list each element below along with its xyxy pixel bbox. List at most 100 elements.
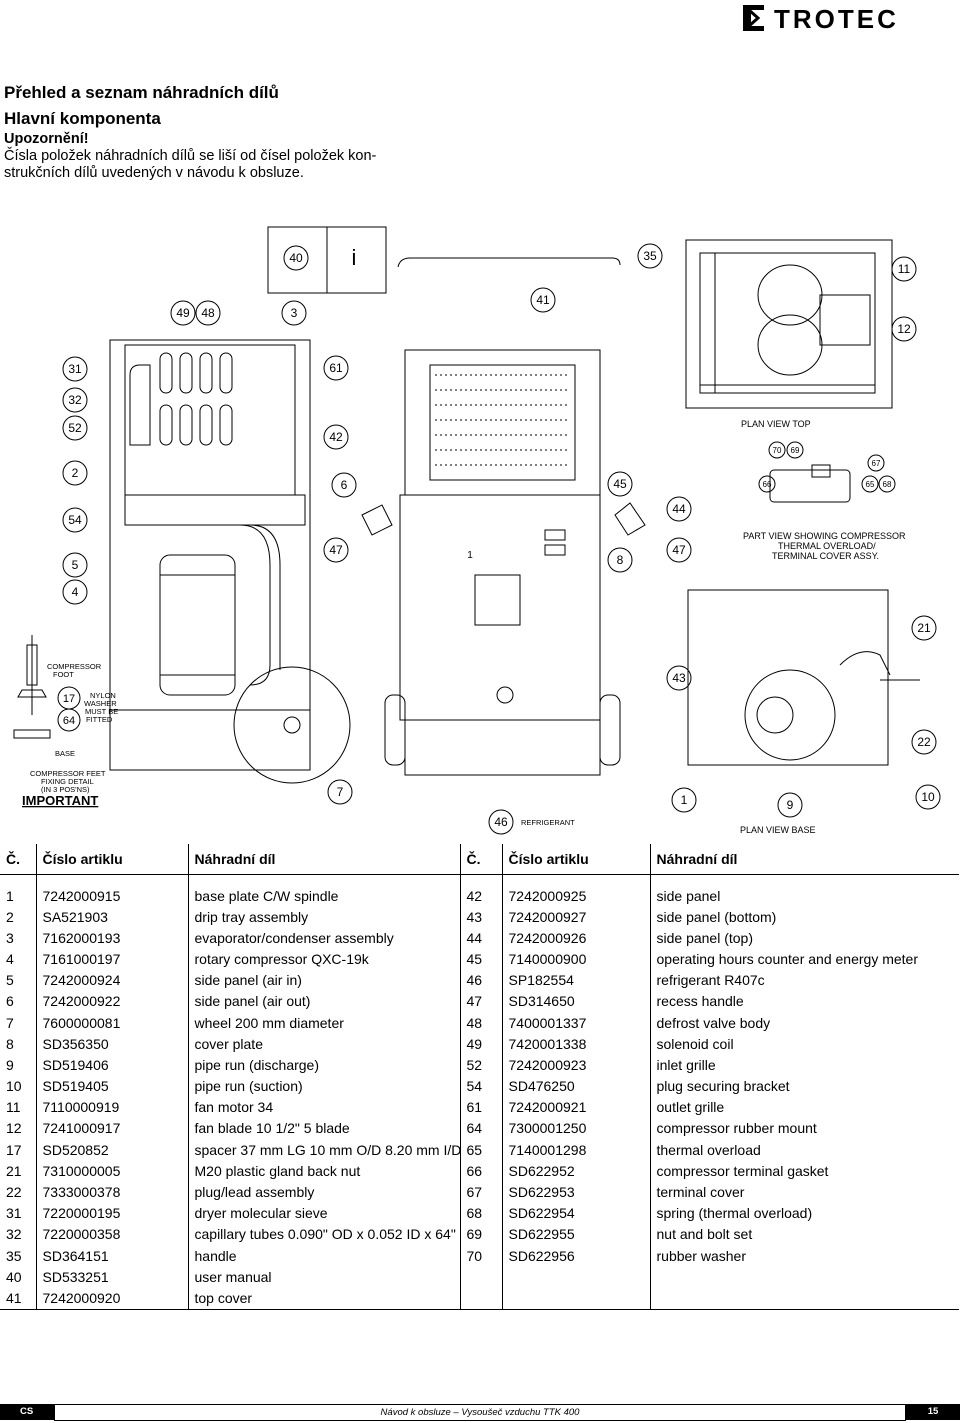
table-cell — [459, 1287, 502, 1310]
table-cell: side panel (air out) — [187, 990, 460, 1012]
label-part-view-2: THERMAL OVERLOAD/ — [778, 541, 876, 551]
label-nylon-1: NYLON — [90, 691, 116, 700]
table-cell: drip tray assembly — [187, 906, 460, 928]
table-cell: 7420001338 — [501, 1033, 650, 1055]
table-cell: 41 — [0, 1287, 36, 1310]
label-plan-view-top: PLAN VIEW TOP — [741, 419, 811, 429]
table-cell: 12 — [6, 1120, 22, 1137]
table-cell: 45 — [459, 948, 502, 970]
callout-17: 17 — [63, 693, 75, 705]
table-cell: 6 — [6, 993, 14, 1010]
table-cell: 47 — [459, 990, 502, 1012]
table-cell: 69 — [459, 1223, 502, 1245]
header-article-1: Číslo artiklu — [35, 844, 188, 875]
brand-wordmark: TROTEC — [774, 4, 899, 32]
table-cell: SA521903 — [35, 906, 188, 928]
table-cell: 48 — [459, 1011, 502, 1034]
footer-title: Návod k obsluze – Vysoušeč vzduchu TTK 4… — [54, 1404, 906, 1421]
callout-1-middle: 1 — [467, 550, 473, 561]
table-cell: 11 — [6, 1099, 21, 1116]
callout-45: 45 — [613, 477, 627, 491]
header-part-1: Náhradní díl — [187, 844, 460, 875]
table-cell: SD622956 — [501, 1245, 650, 1267]
label-feet-3: (IN 3 POS'NS) — [41, 785, 90, 794]
callout-54: 54 — [68, 513, 82, 527]
table-cell: defrost valve body — [649, 1011, 959, 1034]
table-cell: wheel 200 mm diameter — [187, 1011, 460, 1034]
table-cell: 35 — [6, 1247, 22, 1264]
unit-base-middle — [404, 719, 601, 776]
table-cell: 42 — [459, 874, 502, 906]
callout-70: 70 — [773, 446, 782, 455]
table-cell: terminal cover — [649, 1181, 959, 1203]
table-cell: SD622952 — [501, 1160, 650, 1182]
table-cell: 44 — [459, 927, 502, 949]
label-base: BASE — [55, 749, 75, 758]
notice-title: Upozornění! — [4, 131, 89, 147]
table-cell: refrigerant R407c — [649, 969, 959, 991]
table-cell: SD520852 — [35, 1139, 188, 1161]
table-cell: 7241000917 — [35, 1117, 188, 1140]
table-cell: 7162000193 — [35, 927, 188, 949]
label-feet-1: COMPRESSOR FEET — [30, 769, 106, 778]
table-cell: SD314650 — [501, 990, 650, 1012]
table-cell: SD519406 — [35, 1054, 188, 1076]
callout-66: 66 — [763, 480, 772, 489]
callout-8: 8 — [617, 553, 624, 567]
table-cell: 7242000915 — [35, 874, 188, 906]
callout-22: 22 — [917, 735, 931, 749]
table-cell: 1 — [6, 887, 14, 904]
table-cell: 3 — [6, 929, 14, 946]
callout-43: 43 — [672, 671, 686, 685]
table-cell: side panel (air in) — [187, 969, 460, 991]
table-cell: fan blade 10 1/2" 5 blade — [187, 1117, 460, 1140]
footer-language: CS — [0, 1404, 54, 1420]
callout-35: 35 — [643, 249, 657, 263]
table-cell: 9 — [6, 1056, 14, 1073]
table-cell: plug/lead assembly — [187, 1181, 460, 1203]
table-cell: spacer 37 mm LG 10 mm O/D 8.20 mm I/D — [187, 1139, 460, 1161]
table-cell: operating hours counter and energy meter — [649, 948, 959, 970]
table-cell: nut and bolt set — [649, 1223, 959, 1245]
unit-body-middle — [404, 349, 601, 496]
label-refrigerant: REFRIGERANT — [521, 818, 575, 827]
table-cell: 64 — [459, 1117, 502, 1140]
table-cell: SD519405 — [35, 1075, 188, 1097]
callout-4: 4 — [72, 585, 79, 599]
table-cell: 70 — [459, 1245, 502, 1267]
table-cell — [649, 1266, 959, 1288]
callout-65: 65 — [866, 480, 875, 489]
table-cell: SD533251 — [35, 1266, 188, 1288]
callout-6: 6 — [341, 478, 348, 492]
heading-line-1: Přehled a seznam náhradních dílů — [4, 83, 279, 102]
table-cell: pipe run (discharge) — [187, 1054, 460, 1076]
label-plan-view-base: PLAN VIEW BASE — [740, 825, 816, 835]
table-cell: 7242000926 — [501, 927, 650, 949]
trotec-logo: TROTEC — [743, 4, 899, 32]
header-part-2: Náhradní díl — [649, 844, 959, 875]
handle-shape — [397, 257, 621, 268]
label-compressor-foot-1: COMPRESSOR — [47, 662, 102, 671]
callout-61: 61 — [329, 361, 343, 375]
table-cell — [501, 1287, 650, 1310]
table-cell: 7333000378 — [35, 1181, 188, 1203]
table-cell: SD476250 — [501, 1075, 650, 1097]
table-cell: spring (thermal overload) — [649, 1202, 959, 1224]
table-cell: dryer molecular sieve — [187, 1202, 460, 1224]
label-compressor-foot-2: FOOT — [53, 670, 74, 679]
table-cell: capillary tubes 0.090" OD x 0.052 ID x 6… — [187, 1223, 460, 1245]
table-cell: 7310000005 — [35, 1160, 188, 1182]
table-cell: 46 — [459, 969, 502, 991]
callout-41: 41 — [536, 293, 550, 307]
table-cell: rubber washer — [649, 1245, 959, 1267]
table-cell: 7242000923 — [501, 1054, 650, 1076]
